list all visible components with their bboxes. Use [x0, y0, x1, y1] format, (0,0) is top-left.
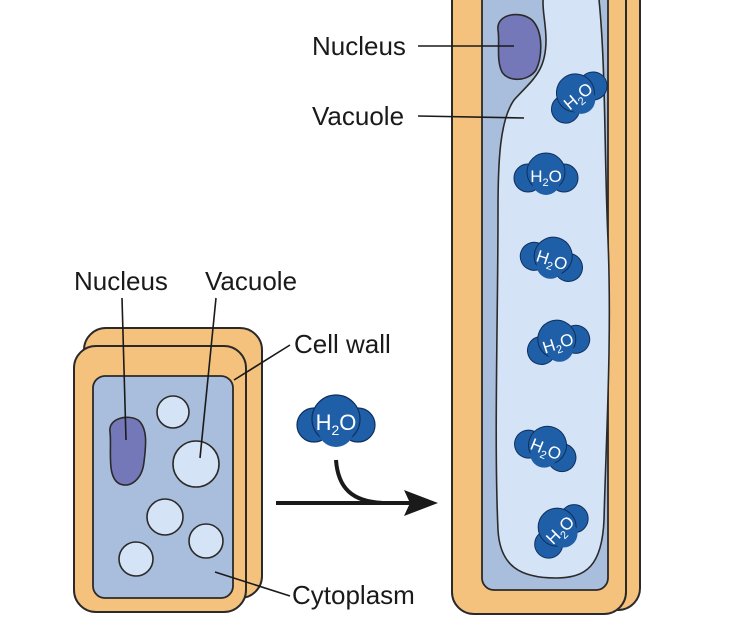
label-cell-wall: Cell wall	[294, 329, 391, 359]
label-nucleus-small: Nucleus	[74, 266, 168, 296]
leader-cell-wall	[233, 344, 291, 381]
water-molecule: H2O	[526, 319, 591, 365]
water-molecule: H2O	[514, 425, 577, 473]
svg-text:H2O: H2O	[533, 247, 570, 278]
svg-text:H2O: H2O	[540, 330, 577, 361]
small-vacuole	[172, 440, 220, 488]
label-vacuole-top: Vacuole	[312, 101, 404, 131]
label-cytoplasm: Cytoplasm	[292, 580, 415, 610]
water-uptake-arrow	[276, 459, 438, 516]
svg-text:H2O: H2O	[316, 410, 357, 438]
small-cell	[73, 327, 263, 613]
water-molecule: H2O	[534, 504, 589, 559]
elongated-cell-nucleus	[497, 13, 542, 81]
small-vacuole	[118, 541, 154, 577]
small-cell-nucleus	[109, 416, 147, 486]
small-vacuole	[156, 395, 190, 429]
label-nucleus-top: Nucleus	[312, 31, 406, 61]
svg-text:H2O: H2O	[526, 435, 564, 467]
leader-cytoplasm	[214, 571, 291, 597]
svg-text:H2O: H2O	[530, 167, 562, 189]
leader-nucleus-small	[121, 297, 127, 441]
water-molecule: H2O	[550, 71, 608, 124]
water-molecule: H2O	[519, 236, 584, 282]
elongated-cell	[451, 0, 641, 615]
water-molecule: H2O	[513, 152, 579, 195]
small-vacuole	[188, 523, 224, 559]
label-vacuole-small: Vacuole	[205, 266, 297, 296]
small-vacuole	[146, 498, 184, 536]
leader-vacuole-top	[417, 115, 525, 119]
leader-vacuole-small	[199, 297, 217, 459]
water-molecule-free: H2O	[296, 394, 376, 447]
